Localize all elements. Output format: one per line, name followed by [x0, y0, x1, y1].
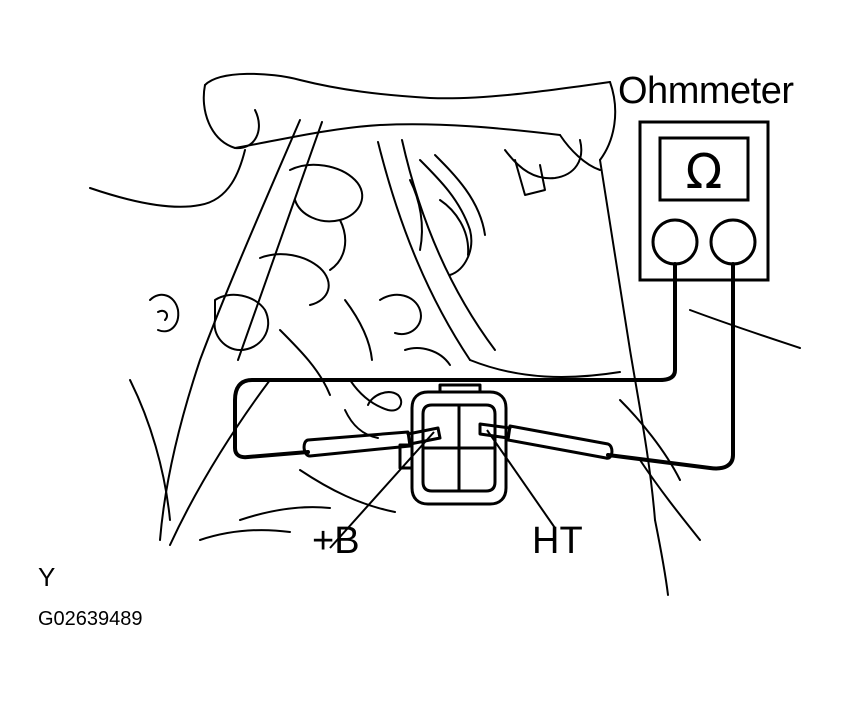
ohmmeter-probe-jack-left — [651, 218, 699, 266]
connector-outer-housing — [410, 390, 508, 506]
connector-side-tab — [398, 443, 412, 470]
lead-wire-right — [606, 262, 735, 471]
sensor-connector — [398, 383, 508, 506]
figure-code: G02639489 — [38, 608, 143, 630]
ohmmeter-body — [638, 120, 770, 282]
engine-background-linework — [89, 72, 801, 596]
label-leaders — [329, 429, 556, 549]
ohmmeter-probe-jack-right — [709, 218, 757, 266]
terminal-label-ht: HT — [532, 520, 583, 562]
connector-latch — [438, 383, 482, 392]
ohmmeter-display — [658, 136, 750, 202]
ohm-symbol: Ω — [686, 144, 723, 200]
lead-wire-left — [233, 262, 677, 460]
probe-right — [506, 424, 614, 460]
probe-leads — [233, 262, 735, 471]
view-label: Y — [38, 562, 56, 592]
plus-b-leader — [329, 431, 435, 549]
ohmmeter-title: Ohmmeter — [618, 70, 794, 112]
probe-left — [302, 430, 412, 458]
connector-inner-housing — [421, 403, 497, 493]
ht-leader — [486, 429, 556, 529]
terminal-label-plus-b: +B — [312, 520, 360, 562]
